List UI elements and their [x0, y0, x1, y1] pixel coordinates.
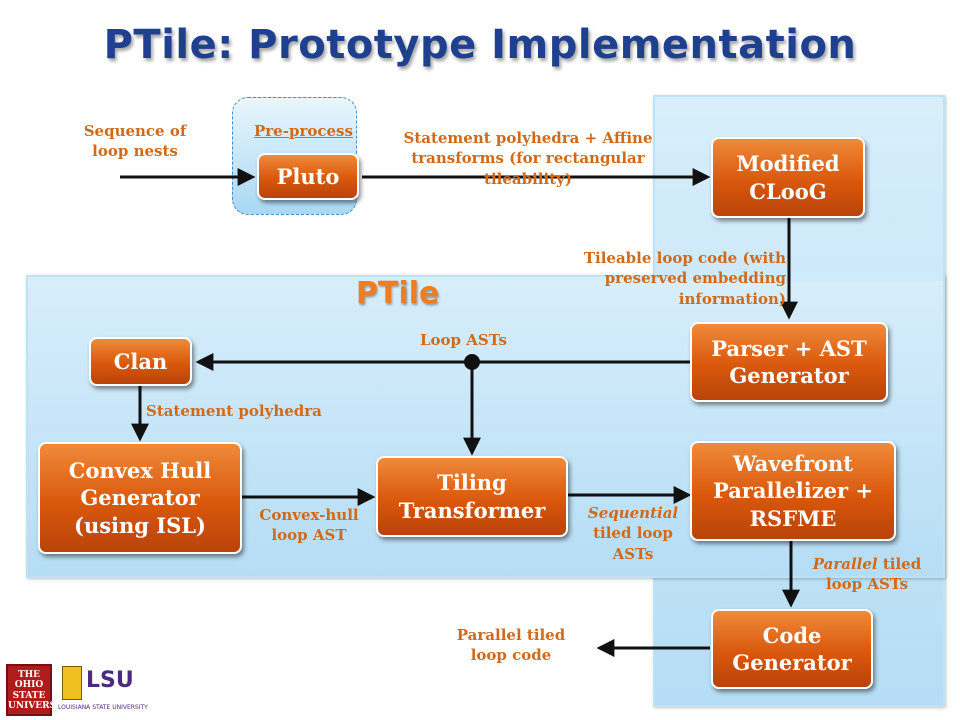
parallel-tiled-loop-asts-label: Parallel tiled loop ASTs — [804, 554, 930, 595]
modified-cloog-box: Modified CLooG — [711, 137, 865, 218]
tileable-loop-code-label: Tileable loop code (with preserved embed… — [583, 249, 786, 308]
parser-ast-generator-box: Parser + AST Generator — [690, 322, 888, 402]
convex-hull-loop-ast-label: Convex-hull loop AST — [259, 506, 359, 545]
parallel-tiled-loop-code-label: Parallel tiled loop code — [456, 626, 566, 665]
statement-polyhedra-affine-label: Statement polyhedra + Affine transforms … — [403, 129, 653, 188]
tiling-transformer-box: Tiling Transformer — [376, 456, 568, 537]
sequential-emphasis: Sequential — [587, 504, 679, 522]
ptile-panel-seam — [655, 273, 943, 281]
ohio-state-logo-text: THE OHIO STATE UNIVERSITY — [8, 670, 74, 712]
loop-asts-label: Loop ASTs — [420, 331, 507, 349]
ohio-state-logo: THE OHIO STATE UNIVERSITY — [6, 664, 73, 716]
parallel-emphasis: Parallel — [812, 555, 878, 573]
convex-hull-generator-box: Convex Hull Generator (using ISL) — [38, 442, 242, 554]
sequential-tiled-loop-asts-label: Sequential tiled loop ASTs — [576, 503, 690, 564]
ptile-region-label: PTile — [356, 276, 440, 311]
lsu-tower-icon — [62, 666, 82, 700]
code-generator-box: Code Generator — [711, 609, 873, 689]
pluto-box: Pluto — [257, 153, 359, 200]
lsu-logo: LSU — [86, 668, 134, 693]
sequence-of-loop-nests-label: Sequence of loop nests — [83, 122, 187, 161]
lsu-subtitle: LOUISIANA STATE UNIVERSITY — [58, 704, 148, 711]
statement-polyhedra-label: Statement polyhedra — [146, 402, 322, 420]
parallel-rest: tiled loop ASTs — [825, 555, 922, 594]
clan-box: Clan — [89, 337, 192, 386]
slide-title: PTile: Prototype Implementation — [103, 22, 857, 68]
sequential-rest: tiled loop ASTs — [593, 524, 673, 563]
wavefront-parallelizer-box: Wavefront Parallelizer + RSFME — [690, 441, 896, 541]
pre-process-label: Pre-process — [254, 122, 353, 140]
university-logos: THE OHIO STATE UNIVERSITY LSU LOUISIANA … — [6, 658, 148, 718]
